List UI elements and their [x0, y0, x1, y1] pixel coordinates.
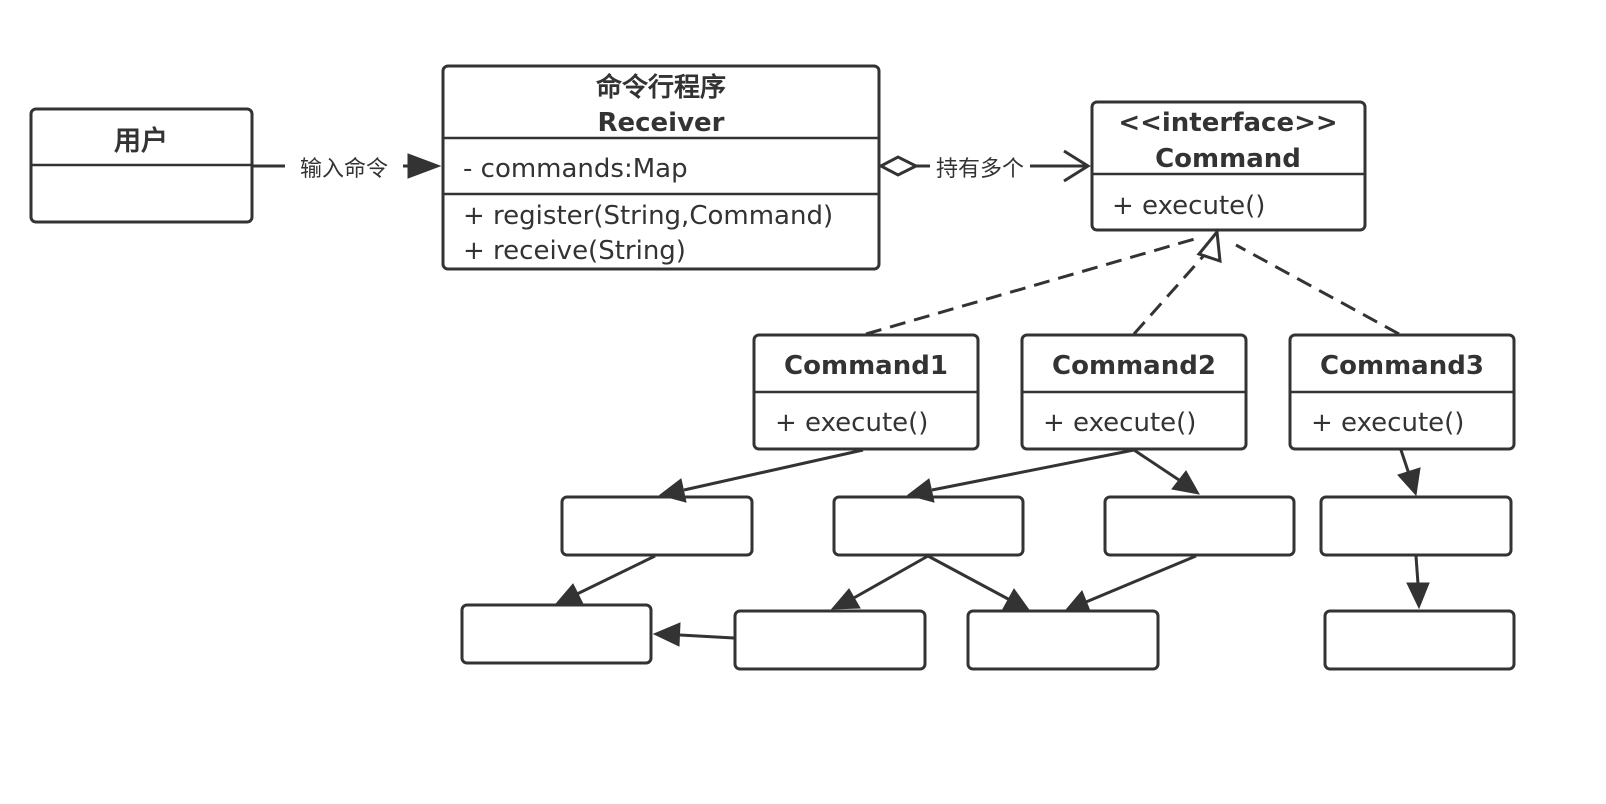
arrow-head-icon	[1171, 470, 1200, 495]
arrow-head-icon	[407, 153, 442, 179]
receiver-class-name: Receiver	[597, 108, 724, 138]
edge-receiver-to-command: 持有多个	[877, 149, 1091, 183]
arrow-head-icon	[1397, 467, 1421, 497]
command3-method: + execute()	[1311, 408, 1464, 438]
arrow-head-icon	[830, 588, 861, 610]
empty-box	[1323, 609, 1516, 671]
receiver-attribute: - commands:Map	[463, 154, 688, 184]
arrow-head-icon	[1406, 582, 1430, 610]
arrow-head-icon	[652, 622, 681, 647]
receiver-method-receive: + receive(String)	[463, 236, 686, 266]
arrow-head-icon	[906, 478, 935, 503]
receiver-method-register: + register(String,Command)	[463, 201, 833, 231]
command2-name: Command2	[1052, 351, 1216, 381]
command1-class: Command1 + execute()	[752, 333, 980, 451]
edge-user-to-receiver: 输入命令	[252, 152, 442, 182]
empty-box	[832, 495, 1025, 557]
receiver-class: 命令行程序 Receiver - commands:Map + register…	[441, 64, 881, 271]
empty-box	[1319, 495, 1513, 557]
aggregation-diamond-icon	[877, 155, 920, 177]
command3-class: Command3 + execute()	[1288, 333, 1516, 451]
arrow-head-icon	[658, 478, 687, 503]
empty-box	[966, 609, 1160, 671]
interface-stereotype: <<interface>>	[1118, 108, 1337, 138]
command3-name: Command3	[1320, 351, 1484, 381]
dependency-arrows	[554, 448, 1430, 647]
user-class-name: 用户	[114, 125, 168, 157]
user-class: 用户	[29, 107, 254, 224]
command1-method: + execute()	[775, 408, 928, 438]
edge-label-holds-many: 持有多个	[936, 157, 1024, 182]
command1-name: Command1	[784, 351, 948, 381]
arrow-head-icon	[1064, 590, 1091, 612]
receiver-class-cn-name: 命令行程序	[596, 72, 726, 103]
empty-box	[1103, 495, 1296, 557]
arrow-head-icon	[1002, 588, 1030, 611]
empty-box	[460, 603, 653, 665]
command2-method: + execute()	[1043, 408, 1196, 438]
interface-method: + execute()	[1112, 191, 1265, 221]
empty-box	[733, 609, 927, 671]
open-arrow-icon	[1063, 149, 1091, 183]
interface-name: Command	[1155, 144, 1301, 174]
arrow-head-icon	[554, 583, 584, 605]
command2-class: Command2 + execute()	[1020, 333, 1248, 451]
empty-box	[560, 495, 754, 557]
realization-edges	[865, 228, 1400, 336]
command-interface: <<interface>> Command + execute()	[1090, 100, 1367, 232]
realization-triangle-icon	[1196, 228, 1222, 264]
edge-label-input-command: 输入命令	[300, 157, 388, 182]
